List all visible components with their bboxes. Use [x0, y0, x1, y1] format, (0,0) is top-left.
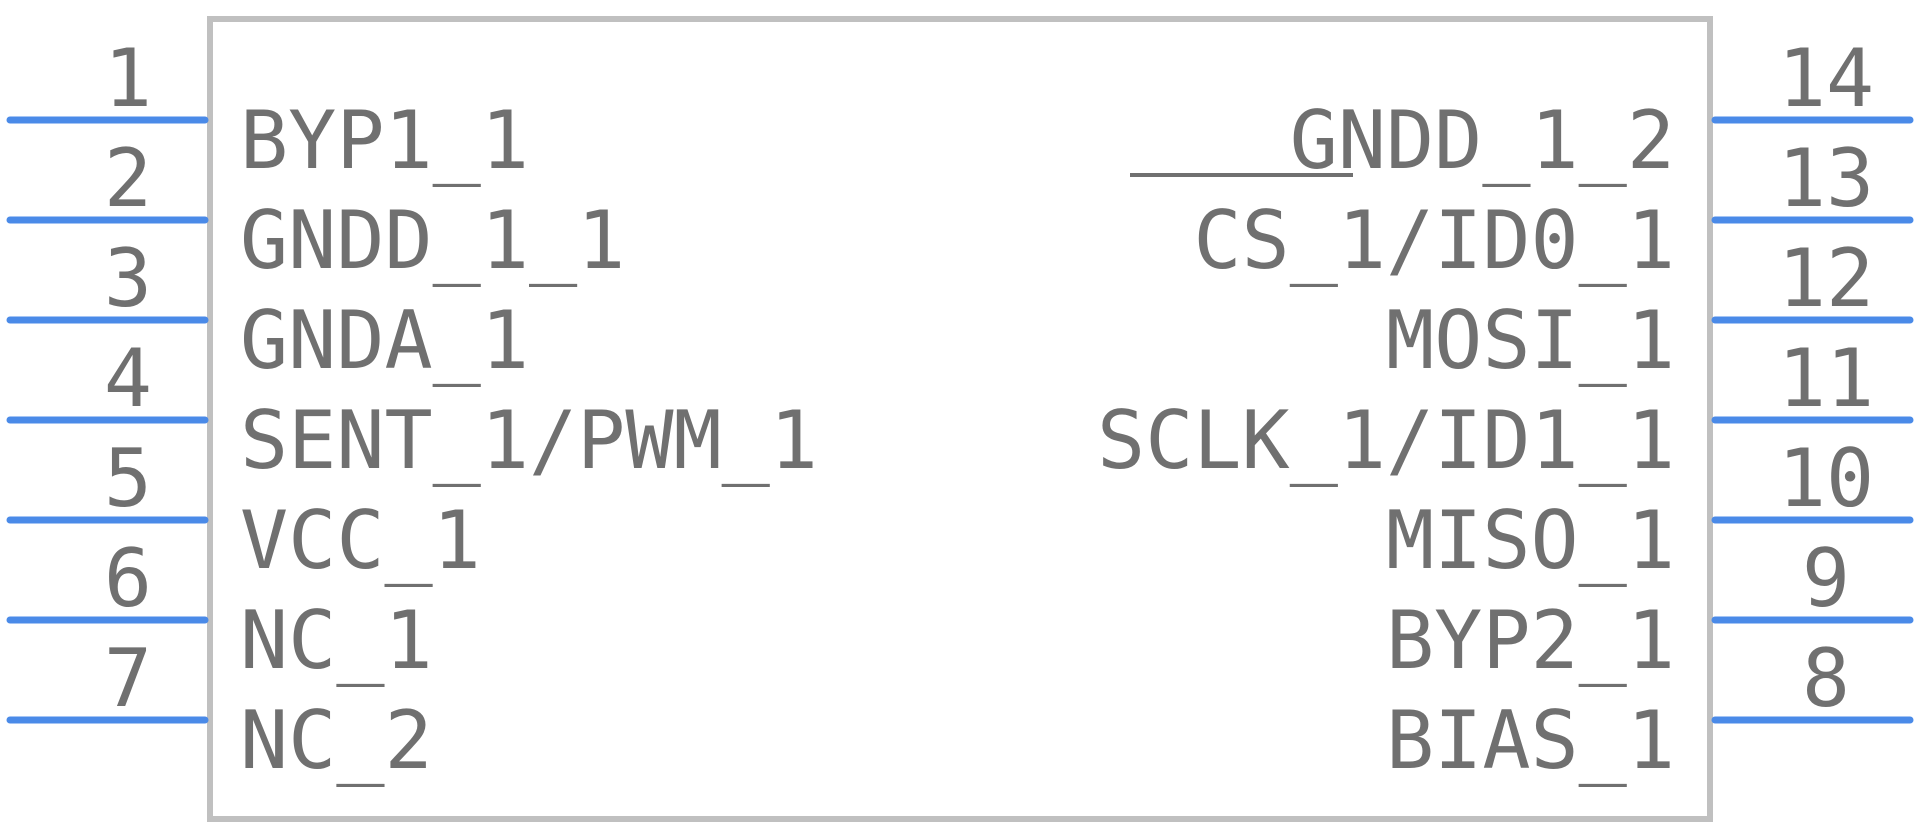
- pin-3-number: 3: [104, 232, 152, 325]
- pin-4-number: 4: [104, 332, 152, 425]
- pin-2-name: GNDD_1_1: [240, 194, 625, 287]
- pin-7-name: NC_2: [240, 694, 433, 787]
- pin-10-number: 10: [1778, 432, 1874, 525]
- pin-6-number: 6: [104, 532, 152, 625]
- pin-3-name: GNDA_1: [240, 294, 529, 387]
- component-body: [207, 16, 1713, 822]
- pin-11-name: SCLK_1/ID1_1: [1097, 394, 1675, 487]
- pin-10-name: MISO_1: [1386, 494, 1675, 587]
- pin-6-name: NC_1: [240, 594, 433, 687]
- pin-4-name: SENT_1/PWM_1: [240, 394, 818, 487]
- pin-5-name: VCC_1: [240, 494, 481, 587]
- pin-14-number: 14: [1778, 32, 1874, 125]
- pin-12-name: MOSI_1: [1386, 294, 1675, 387]
- pin-1-number: 1: [104, 32, 152, 125]
- pin-5-number: 5: [104, 432, 152, 525]
- pin-11-number: 11: [1778, 332, 1874, 425]
- pin-8-number: 8: [1802, 632, 1850, 725]
- pin-13-name: CS_1/ID0_1: [1193, 194, 1675, 287]
- pin-2-number: 2: [104, 132, 152, 225]
- pin-1-name: BYP1_1: [240, 94, 529, 187]
- pin-9-name: BYP2_1: [1386, 594, 1675, 687]
- pin-9-number: 9: [1802, 532, 1850, 625]
- pin-8-name: BIAS_1: [1386, 694, 1675, 787]
- pin-12-number: 12: [1778, 232, 1874, 325]
- pin-14-name: GNDD_1_2: [1290, 94, 1675, 187]
- pin-13-number: 13: [1778, 132, 1874, 225]
- pin-7-number: 7: [104, 632, 152, 725]
